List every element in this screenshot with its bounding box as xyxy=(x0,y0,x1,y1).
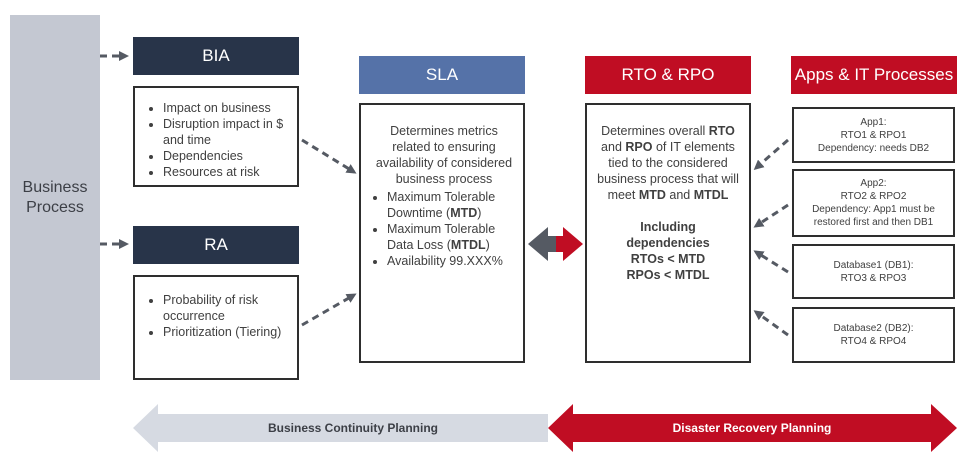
arrow-db2-to-rto xyxy=(753,310,789,337)
apps-title: Apps & IT Processes xyxy=(794,65,954,84)
db1-line: RTO3 & RPO3 xyxy=(840,272,907,284)
arrow-bia-to-sla xyxy=(301,138,357,174)
bia-header: BIA xyxy=(133,37,299,75)
rto-rpo-bold: RTO xyxy=(708,124,735,138)
sla-item-text: Availability 99.XXX% xyxy=(387,254,503,268)
drp-label: Disaster Recovery Planning xyxy=(672,421,832,435)
bcp-label: Business Continuity Planning xyxy=(267,421,438,435)
rto-rpo-text: and xyxy=(601,140,626,154)
app1-line: RTO1 & RPO1 xyxy=(840,129,907,141)
ra-title: RA xyxy=(204,235,228,254)
sla-item-bold: MTDL xyxy=(450,238,486,252)
ra-header: RA xyxy=(133,226,299,264)
app2-line: RTO2 & RPO2 xyxy=(840,191,907,202)
sla-box: Determines metrics related to ensuring a… xyxy=(359,103,525,363)
rto-rpo-text: Determines overall xyxy=(601,124,709,138)
arrow-ra-to-sla xyxy=(301,293,357,327)
app2-line: restored first and then DB1 xyxy=(813,217,934,228)
rto-rpo-bold: MTDL xyxy=(693,188,729,202)
sla-item-availability: Availability 99.XXX% xyxy=(387,253,515,269)
including-line: RPOs < MTDL xyxy=(626,268,710,282)
apps-header: Apps & IT Processes xyxy=(791,56,957,94)
business-process-line2: Process xyxy=(26,198,84,216)
bia-title: BIA xyxy=(202,46,230,65)
business-process-block: Business Process xyxy=(10,15,100,380)
app2-line: App2: xyxy=(860,178,887,189)
sla-item-mtdl: Maximum Tolerable Data Loss (MTDL) xyxy=(387,221,515,253)
sla-list: Maximum Tolerable Downtime (MTD) Maximum… xyxy=(373,189,515,269)
db2-box: Database2 (DB2): RTO4 & RPO4 xyxy=(792,307,955,363)
rto-rpo-including: Including dependencies RTOs < MTD RPOs <… xyxy=(595,219,741,283)
bia-item: Disruption impact in $ and time xyxy=(163,116,289,148)
db2-line: RTO4 & RPO4 xyxy=(840,336,907,347)
rto-rpo-description: Determines overall RTO and RPO of IT ele… xyxy=(595,123,741,203)
ra-item: Probability of risk occurrence xyxy=(163,292,289,324)
sla-intro: Determines metrics related to ensuring a… xyxy=(375,124,513,186)
arrow-app2-to-rto xyxy=(753,203,789,228)
app1-box: App1: RTO1 & RPO1 Dependency: needs DB2 xyxy=(792,107,955,163)
arrow-right-half xyxy=(556,227,583,261)
bia-item: Impact on business xyxy=(163,100,289,116)
arrow-app1-to-rto xyxy=(753,138,789,170)
rto-rpo-text: of IT elements tied to the considered bu… xyxy=(597,140,739,202)
app1-line: Dependency: needs DB2 xyxy=(817,142,930,154)
sla-item-text: ) xyxy=(485,238,490,252)
rto-rpo-bold: RPO xyxy=(625,140,653,154)
bia-box: Impact on business Disruption impact in … xyxy=(133,86,299,187)
app1-line: App1: xyxy=(860,116,887,128)
sla-item-text: ) xyxy=(477,206,482,220)
sla-item-mtd: Maximum Tolerable Downtime (MTD) xyxy=(387,189,515,221)
ra-list: Probability of risk occurrence Prioritiz… xyxy=(149,292,289,340)
rto-rpo-box: Determines overall RTO and RPO of IT ele… xyxy=(585,103,751,363)
sla-item-text: Maximum Tolerable Data Loss ( xyxy=(387,222,496,252)
bia-item: Dependencies xyxy=(163,148,289,164)
including-line: Including xyxy=(640,220,696,234)
rto-rpo-header: RTO & RPO xyxy=(585,56,751,94)
rto-rpo-text: and xyxy=(665,188,694,202)
bia-list: Impact on business Disruption impact in … xyxy=(149,100,289,180)
sla-header: SLA xyxy=(359,56,525,94)
sla-item-text: Maximum Tolerable Downtime ( xyxy=(387,190,496,220)
sla-item-bold: MTD xyxy=(450,206,478,220)
business-process-line1: Business xyxy=(22,178,88,196)
sla-title: SLA xyxy=(425,65,459,84)
db1-box: Database1 (DB1): RTO3 & RPO3 xyxy=(792,244,955,299)
rto-rpo-title: RTO & RPO xyxy=(621,65,715,84)
arrow-left-half xyxy=(528,227,556,261)
db1-line: Database1 (DB1): xyxy=(833,259,914,271)
ra-box: Probability of risk occurrence Prioritiz… xyxy=(133,275,299,380)
arrow-db1-to-rto xyxy=(753,250,789,274)
including-line: RTOs < MTD xyxy=(630,252,706,266)
db2-line: Database2 (DB2): xyxy=(833,323,914,334)
rto-rpo-bold: MTD xyxy=(638,188,666,202)
app2-box: App2: RTO2 & RPO2 Dependency: App1 must … xyxy=(792,169,955,237)
bia-item: Resources at risk xyxy=(163,164,289,180)
including-line: dependencies xyxy=(626,236,710,250)
app2-line: Dependency: App1 must be xyxy=(812,204,935,215)
ra-item: Prioritization (Tiering) xyxy=(163,324,289,340)
